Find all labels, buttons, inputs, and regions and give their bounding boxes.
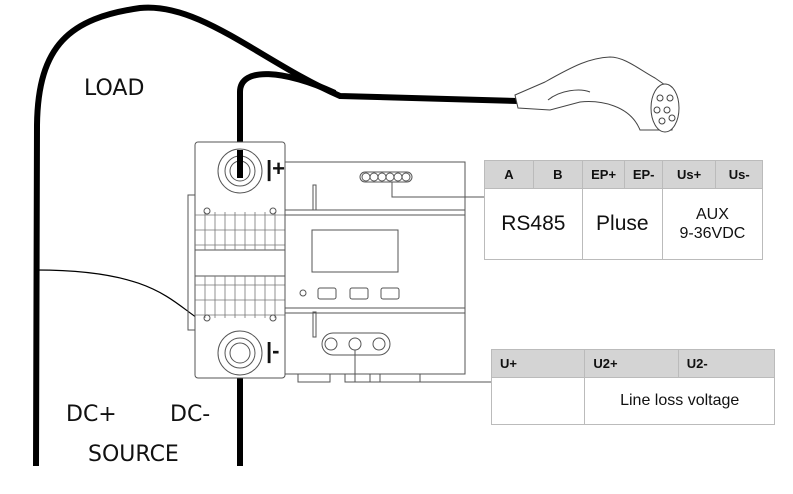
load-label: LOAD	[84, 76, 145, 101]
header-cell: Us+	[661, 160, 717, 189]
meter-body	[284, 161, 466, 383]
minus-sign: -	[272, 338, 280, 363]
voltage-connector	[321, 332, 391, 356]
ev-charger-plug-icon	[514, 56, 680, 133]
plus-terminal-label: |+	[266, 156, 286, 181]
header-cell: U2+	[584, 349, 679, 378]
header-cell: U+	[490, 349, 586, 378]
aux-voltage-range: 9-36VDC	[679, 225, 746, 242]
pulse-cell: Pluse	[581, 188, 663, 260]
dc-minus-label: DC-	[170, 402, 211, 427]
aux-label: AUX	[695, 206, 729, 223]
communication-terminal-table: A B EP+ EP- Us+ Us- RS485 Pluse AUX 9-36V…	[484, 160, 764, 260]
source-label: SOURCE	[88, 442, 179, 467]
rs485-leader	[391, 182, 484, 198]
table-header-row: U+ U2+ U2-	[490, 349, 776, 378]
voltage-leader	[354, 350, 491, 383]
source-plus-load-cable	[33, 4, 519, 467]
dc-plus-label: DC+	[66, 402, 117, 427]
plus-sign: +	[272, 156, 286, 181]
load-return-cable	[237, 71, 337, 178]
header-cell: EP-	[624, 160, 663, 189]
table-row: RS485 Pluse AUX 9-36VDC	[484, 188, 764, 260]
empty-cell	[490, 377, 586, 425]
table-row: Line loss voltage	[490, 377, 775, 425]
rs485-connector	[359, 171, 413, 183]
table-header-row: A B EP+ EP- Us+ Us-	[484, 160, 763, 189]
header-cell: A	[484, 160, 534, 189]
minus-terminal	[217, 330, 263, 376]
minus-terminal-label: |-	[266, 338, 280, 363]
rs485-cell: RS485	[484, 188, 583, 260]
line-loss-cell: Line loss voltage	[584, 377, 775, 425]
header-cell: EP+	[581, 160, 626, 189]
aux-cell: AUX 9-36VDC	[661, 188, 764, 260]
plus-terminal	[217, 148, 263, 194]
voltage-terminal-table: U+ U2+ U2- Line loss voltage	[490, 349, 776, 425]
header-cell: B	[532, 160, 583, 189]
header-cell: Us-	[715, 160, 763, 189]
header-cell: U2-	[677, 349, 776, 378]
